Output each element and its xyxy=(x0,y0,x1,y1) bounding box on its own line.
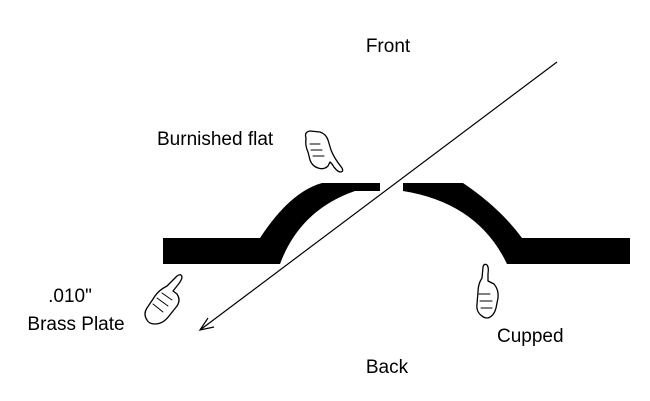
front-label: Front xyxy=(366,36,411,57)
back-label: Back xyxy=(366,357,409,378)
section-line xyxy=(199,61,558,331)
plate-right-section xyxy=(403,183,630,264)
burnished-flat-label: Burnished flat xyxy=(157,129,274,150)
pointing-hand-icon xyxy=(144,274,183,325)
pointing-hand-icon xyxy=(476,263,499,319)
thickness-label: .010" xyxy=(48,286,92,307)
section-arrowhead xyxy=(198,317,215,331)
material-label: Brass Plate xyxy=(27,314,124,335)
pointing-hand-icon xyxy=(304,130,344,173)
plate-left-section xyxy=(163,183,380,264)
cupped-label: Cupped xyxy=(497,326,564,347)
